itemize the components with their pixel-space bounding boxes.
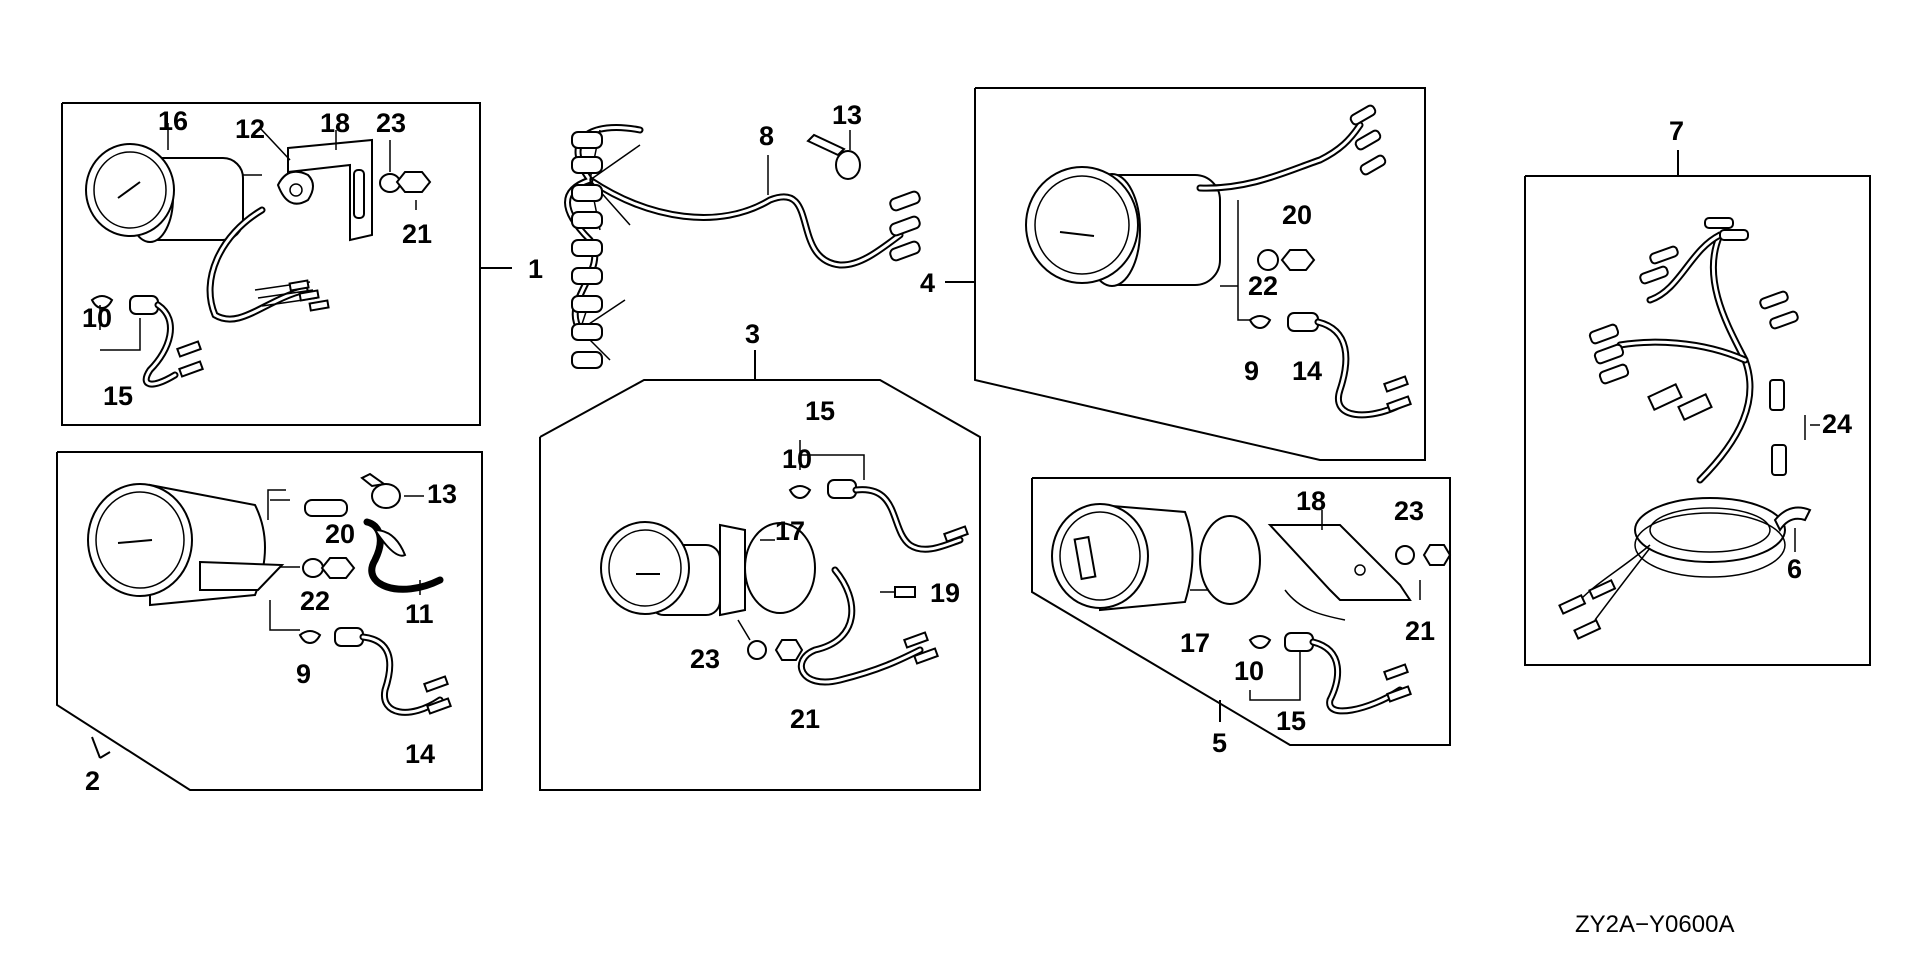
callout-13-left: 13 — [427, 479, 457, 509]
harness-8-connectors-right — [889, 190, 921, 262]
main-harness-7 — [1579, 231, 1786, 621]
bracket-18-right — [1267, 524, 1412, 601]
callout-10-center: 10 — [782, 444, 812, 474]
sensor-wire-15 — [129, 295, 204, 388]
callout-11: 11 — [405, 599, 434, 629]
callout-9-left: 9 — [296, 659, 311, 689]
clamp-13-left — [360, 472, 401, 509]
callout-14-right: 14 — [1292, 356, 1322, 386]
callout-6: 6 — [1787, 554, 1802, 584]
callout-10-right: 10 — [1234, 656, 1264, 686]
callout-8: 8 — [759, 121, 774, 151]
callout-18-right: 18 — [1296, 486, 1326, 516]
callout-17-center: 17 — [775, 516, 805, 546]
clamp-12 — [276, 170, 314, 205]
sensor-wire-15-center — [788, 479, 969, 553]
callout-21-right: 21 — [1405, 616, 1435, 646]
callout-15-right: 15 — [1276, 706, 1306, 736]
callout-21-center: 21 — [790, 704, 820, 734]
drawing-code: ZY2A−Y0600A — [1575, 911, 1734, 938]
group-2-meter-kit — [56, 451, 483, 791]
callout-12: 12 — [235, 114, 265, 144]
clamp-13-top — [806, 133, 861, 180]
ring-17-right — [1199, 515, 1261, 605]
callout-24: 24 — [1822, 409, 1852, 439]
callout-21-left: 21 — [402, 219, 432, 249]
group-1-meter-kit — [61, 102, 512, 426]
callout-22-right: 22 — [1248, 271, 1278, 301]
sensor-wire-14-left — [298, 627, 452, 716]
callout-17-right: 17 — [1180, 628, 1210, 658]
callout-2: 2 — [85, 766, 100, 796]
callout-1: 1 — [528, 254, 543, 284]
bracket-18 — [287, 138, 373, 242]
callout-3: 3 — [745, 319, 760, 349]
washer-23-center — [747, 640, 767, 660]
callout-10-left: 10 — [82, 303, 112, 333]
gauge-5 — [1051, 503, 1215, 612]
callout-9-right: 9 — [1244, 356, 1259, 386]
clip-6 — [1773, 506, 1812, 532]
callout-23-right: 23 — [1394, 496, 1424, 526]
callout-20-left: 20 — [325, 519, 355, 549]
callout-22-left: 22 — [300, 586, 330, 616]
harness-8-connectors-left — [571, 131, 603, 369]
connector-24 — [1769, 379, 1806, 476]
callout-13-top: 13 — [832, 100, 862, 130]
callout-15-center: 15 — [805, 396, 835, 426]
sensor-wire-15-right — [1248, 632, 1412, 715]
callout-14-left: 14 — [405, 739, 435, 769]
washer-23-right — [1395, 545, 1415, 565]
harness-7-connectors — [1558, 217, 1799, 640]
nut-21-center — [774, 639, 804, 661]
callout-19: 19 — [930, 578, 960, 608]
callout-16: 16 — [158, 106, 188, 136]
gauge-3 — [600, 521, 746, 617]
wire-harness-gauge-16 — [206, 206, 330, 323]
nut-21 — [395, 171, 432, 193]
group-5-meter-kit — [1031, 477, 1452, 746]
callout-20-right: 20 — [1282, 200, 1312, 230]
ring-17 — [744, 522, 816, 614]
callout-7: 7 — [1669, 116, 1684, 146]
nut-20-left — [320, 557, 356, 579]
callout-18-left: 18 — [320, 108, 350, 138]
washer-22-right — [1257, 249, 1279, 271]
terminal-10 — [90, 295, 114, 310]
washer-22-left — [302, 558, 324, 578]
callout-labels: 1 2 3 4 5 6 7 8 9 9 10 10 10 11 12 13 13… — [82, 100, 1852, 796]
harness-4 — [1196, 104, 1387, 192]
callout-15-left: 15 — [103, 381, 133, 411]
group-3-meter-kit — [539, 350, 981, 791]
group-7-harness-kit — [1524, 150, 1871, 666]
callout-4: 4 — [920, 268, 935, 298]
nut-20-right — [1280, 249, 1316, 271]
hose-11-20 — [304, 499, 444, 593]
wire-3-lower — [797, 566, 939, 686]
gauge-4 — [1025, 166, 1238, 287]
nut-21-right — [1422, 544, 1452, 566]
callout-5: 5 — [1212, 728, 1227, 758]
callout-23-left: 23 — [376, 108, 406, 138]
sensor-wire-14-right — [1248, 312, 1412, 419]
gauge-16 — [85, 143, 262, 243]
gauge-2 — [87, 483, 300, 607]
screw-19 — [880, 586, 916, 598]
harness-8 — [564, 123, 921, 369]
group-4-meter-kit — [945, 87, 1426, 461]
callout-23-center: 23 — [690, 644, 720, 674]
